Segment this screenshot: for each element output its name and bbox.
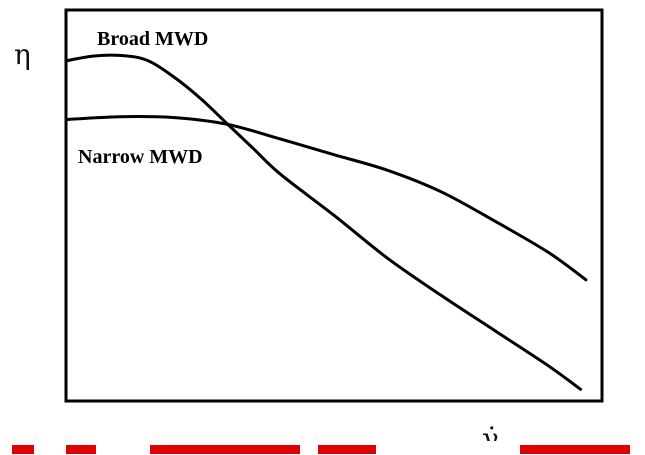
red-mark (318, 445, 376, 454)
x-axis-label: γ̇ (482, 422, 499, 441)
red-mark (150, 445, 300, 454)
red-mark (66, 445, 96, 454)
red-text-fragment (0, 441, 645, 455)
red-mark (12, 445, 34, 454)
series-layer (64, 53, 588, 391)
series-label-narrow: Narrow MWD (78, 146, 203, 168)
series-line-broad-mwd (64, 53, 583, 391)
series-line-narrow-mwd (64, 115, 588, 282)
series-label-broad: Broad MWD (97, 28, 208, 50)
viscosity-chart: η γ̇ Broad MWD Narrow MWD (14, 8, 604, 441)
plot-frame (64, 8, 604, 403)
y-axis-label: η (14, 38, 31, 71)
red-mark (520, 445, 630, 454)
